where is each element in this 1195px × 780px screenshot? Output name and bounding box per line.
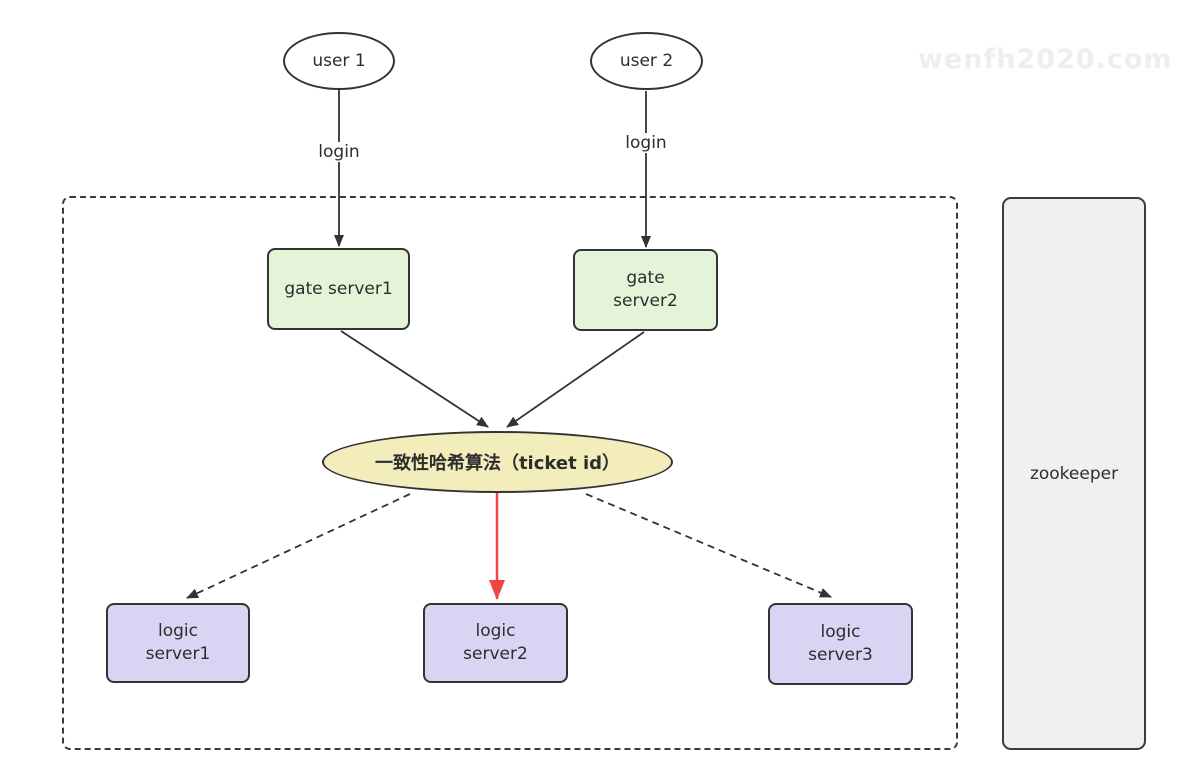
login-edge-label-2: login [621,133,671,153]
user2-label: user 2 [619,50,674,71]
gate-server2-label-line1: gate [626,268,665,289]
logic-server3-label-line2: server3 [808,645,873,665]
edge-gate2-to-hash [506,331,645,428]
gate-server1-label: gate server1 [284,278,393,299]
logic-server2-label-line1: logic [475,621,516,642]
consistent-hash-label: 一致性哈希算法（ticket id） [374,453,621,474]
user1-label: user 1 [312,50,366,71]
logic-server3-label-line1: logic [820,622,861,643]
logic-server1-label-line1: logic [158,621,198,642]
gate-server2-node: gate server2 [573,249,718,331]
edge-gate1-to-hash [340,330,489,428]
edge-hash-to-logic3-dashed [585,493,832,598]
user2-node: user 2 [590,32,703,90]
user1-node: user 1 [283,32,395,90]
zookeeper-label: zookeeper [1029,463,1119,484]
gate-server1-node: gate server1 [267,248,410,330]
zookeeper-node: zookeeper [1002,197,1146,750]
login-edge-label-1: login [314,142,364,162]
logic-server1-label-line2: server1 [145,644,211,664]
consistent-hash-ellipse: 一致性哈希算法（ticket id） [322,431,673,493]
server-cluster-boundary [62,196,958,750]
edge-hash-to-logic1-dashed [186,493,411,599]
logic-server2-label-line2: server2 [463,644,528,664]
logic-server3-node: logic server3 [768,603,913,685]
gate-server2-label-line2: server2 [613,291,678,311]
logic-server2-node: logic server2 [423,603,568,683]
watermark: wenfh2020.com [918,44,1173,75]
logic-server1-node: logic server1 [106,603,250,683]
